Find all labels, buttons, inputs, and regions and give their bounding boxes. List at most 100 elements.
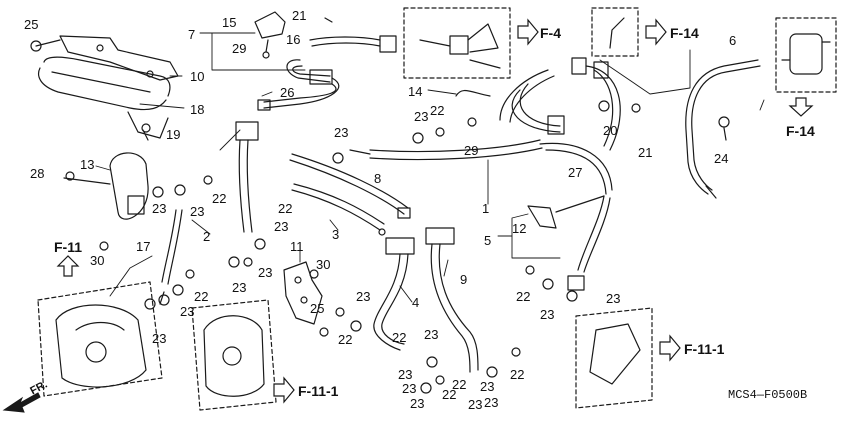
callout-23e: 23 (274, 219, 289, 234)
callout-25b: 25 (310, 301, 325, 316)
callout-23f: 23 (258, 265, 273, 280)
hose-4-drawing (373, 237, 415, 351)
callout-17: 17 (136, 239, 151, 254)
callout-21b: 21 (638, 145, 653, 160)
callout-29b: 29 (464, 143, 479, 158)
ref-f4: F-4 (540, 25, 561, 41)
callout-23o: 23 (402, 381, 417, 396)
callout-5: 5 (484, 233, 492, 248)
callout-10: 10 (190, 69, 205, 84)
callout-4: 4 (412, 295, 420, 310)
callout-1: 1 (482, 201, 490, 216)
caliper-box-left (37, 281, 163, 397)
hose-3-drawing (291, 183, 386, 236)
ref-f11: F-11 (54, 239, 83, 255)
callout-22c: 22 (278, 201, 293, 216)
caliper-box-right (575, 307, 653, 409)
arrow-right-f4 (517, 18, 539, 46)
callout-22e: 22 (194, 289, 209, 304)
callout-30b: 30 (316, 257, 331, 272)
callout-12: 12 (512, 221, 527, 236)
ref-f11-1-a: F-11-1 (298, 383, 339, 399)
callout-23r: 23 (480, 379, 495, 394)
caliper-box-center (191, 299, 277, 411)
banjo-bolt-27-drawing (527, 195, 605, 229)
brake-line-6-drawing (685, 59, 761, 199)
leader-lines (95, 32, 765, 303)
callout-23m: 23 (424, 327, 439, 342)
callout-29: 29 (232, 41, 247, 56)
hose-2-drawing (159, 121, 259, 305)
ref-f14-b: F-14 (786, 123, 815, 139)
hose-1-drawing (332, 57, 621, 291)
callout-15: 15 (222, 15, 237, 30)
callout-16: 16 (286, 32, 301, 47)
callout-9: 9 (460, 272, 468, 287)
callout-23l: 23 (180, 304, 195, 319)
callout-27: 27 (568, 165, 583, 180)
arrow-down-f14-b (788, 97, 814, 117)
fastener-drawings (65, 100, 641, 394)
drawing-code: MCS4—F0500B (728, 388, 808, 402)
callout-22h: 22 (452, 377, 467, 392)
inset-f14b-parts (781, 33, 831, 75)
callout-20: 20 (603, 123, 618, 138)
callout-18: 18 (190, 102, 205, 117)
callout-23g: 23 (232, 280, 247, 295)
hose-9-drawing (425, 227, 479, 373)
callout-22d: 22 (516, 289, 531, 304)
callout-25: 25 (24, 17, 39, 32)
callout-21: 21 (292, 8, 307, 23)
callout-19: 19 (166, 127, 181, 142)
callout-30a: 30 (90, 253, 105, 268)
callout-24: 24 (714, 151, 729, 166)
callout-22b: 22 (212, 191, 227, 206)
callout-22a: 22 (430, 103, 445, 118)
callout-23a: 23 (414, 109, 429, 124)
ref-f14-a: F-14 (670, 25, 699, 41)
front-direction-arrow-icon (2, 392, 41, 413)
callout-23n: 23 (398, 367, 413, 382)
callout-8: 8 (374, 171, 382, 186)
arrow-up-f11 (56, 255, 80, 277)
caliper-center-drawing (203, 315, 265, 397)
callout-23p: 23 (410, 396, 425, 411)
callout-22j: 22 (510, 367, 525, 382)
reference-arrows (56, 18, 814, 404)
callout-11: 11 (290, 239, 304, 254)
callout-3: 3 (332, 227, 340, 242)
callout-22i: 22 (442, 387, 457, 402)
callout-23q: 23 (468, 397, 483, 412)
callout-23h: 23 (540, 307, 555, 322)
callout-23s: 23 (484, 395, 499, 410)
callout-22g: 22 (392, 330, 407, 345)
callout-23b: 23 (334, 125, 349, 140)
callout-23j: 23 (356, 289, 371, 304)
callout-23i: 23 (606, 291, 621, 306)
callout-23k: 23 (152, 331, 167, 346)
inset-box-f14-b (775, 17, 837, 93)
callout-26: 26 (280, 85, 295, 100)
inset-f4-parts (419, 23, 501, 69)
caliper-right-drawing (589, 323, 641, 385)
grab-handle-drawing (30, 35, 179, 141)
inset-box-f4 (403, 7, 511, 79)
callout-22f: 22 (338, 332, 353, 347)
callout-2: 2 (203, 229, 211, 244)
hose-8-drawing (289, 153, 411, 219)
callout-7: 7 (188, 27, 196, 42)
inset-f14a-parts (609, 17, 625, 49)
callout-13: 13 (80, 157, 95, 172)
arrow-right-f11-1a (273, 376, 295, 404)
bracket-11-drawing (283, 261, 323, 325)
ref-f11-1-b: F-11-1 (684, 341, 725, 357)
callout-23c: 23 (152, 201, 167, 216)
callout-14: 14 (408, 84, 423, 99)
arrow-right-f14-a (645, 18, 667, 46)
bracket-13-drawing (63, 152, 149, 220)
caliper-left-drawing (55, 304, 147, 388)
arrow-right-f11-1b (659, 334, 681, 362)
callout-28: 28 (30, 166, 45, 181)
